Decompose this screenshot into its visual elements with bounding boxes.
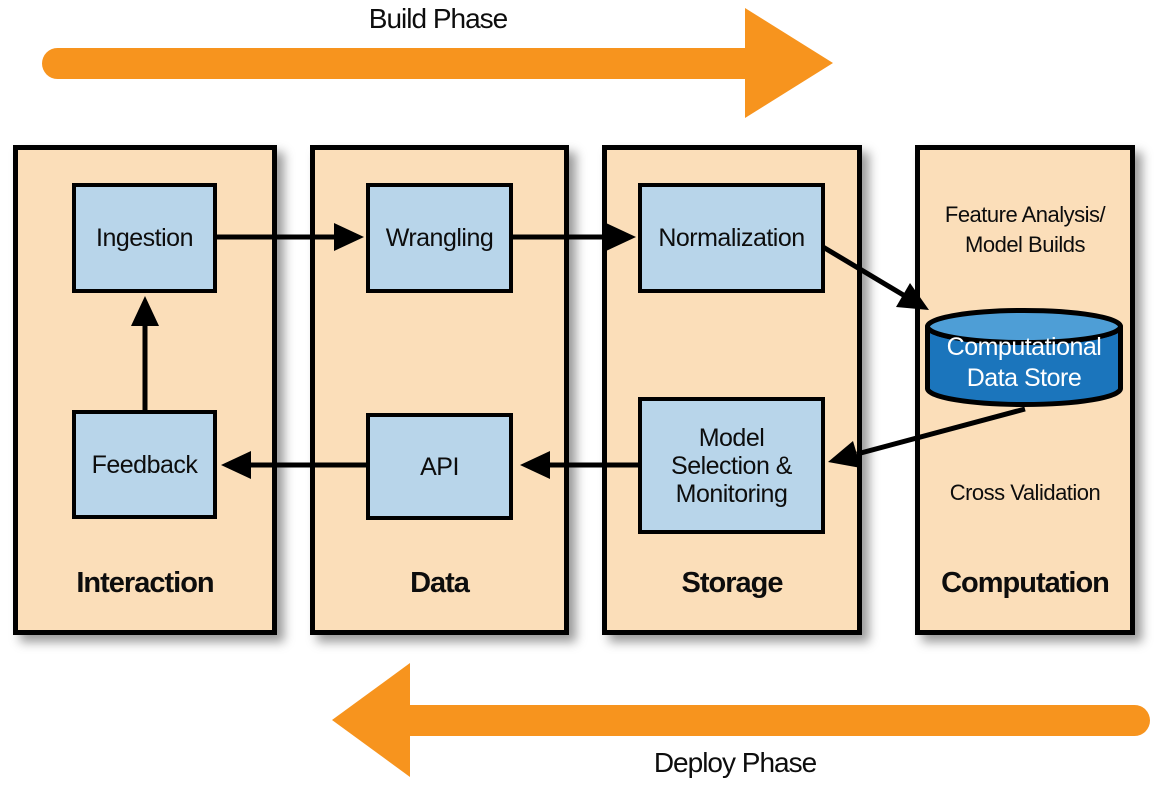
node-model-selection-monitoring: Model Selection & Monitoring (638, 397, 825, 534)
feature-analysis-text: Feature Analysis/ Model Builds (944, 202, 1106, 257)
panel-computation-label: Computation (941, 567, 1110, 599)
panel-interaction: Ingestion Feedback Interaction (13, 145, 277, 635)
panel-data-label: Data (410, 567, 470, 599)
cross-validation-text: Cross Validation (949, 480, 1101, 505)
build-phase-arrow-bar (42, 48, 746, 79)
deploy-phase-arrow-bar (410, 705, 1150, 736)
panel-storage: Normalization Model Selection & Monitori… (602, 145, 862, 635)
panel-computation: Feature Analysis/ Model Builds Computati… (915, 145, 1135, 635)
node-ingestion-label: Ingestion (96, 224, 193, 252)
computational-data-store-label: Computational Data Store (946, 333, 1102, 393)
computational-data-store: Computational Data Store (925, 308, 1123, 407)
node-wrangling-label: Wrangling (385, 224, 494, 252)
deploy-phase-arrowhead-icon (332, 663, 410, 777)
node-api: API (366, 413, 513, 520)
build-phase-arrowhead-icon (745, 8, 833, 118)
node-api-label: API (420, 452, 459, 481)
node-normalization-label: Normalization (658, 224, 805, 252)
node-feedback: Feedback (72, 410, 217, 519)
node-ingestion: Ingestion (72, 183, 217, 293)
build-phase-label: Build Phase (368, 3, 508, 34)
panel-data: Wrangling API Data (310, 145, 569, 635)
node-wrangling: Wrangling (366, 183, 513, 293)
panel-storage-label: Storage (681, 567, 784, 599)
deploy-phase-label: Deploy Phase (653, 747, 817, 778)
node-normalization: Normalization (638, 183, 825, 293)
panel-interaction-label: Interaction (76, 567, 214, 599)
database-cylinder-icon (925, 308, 1123, 407)
node-feedback-label: Feedback (91, 450, 198, 479)
